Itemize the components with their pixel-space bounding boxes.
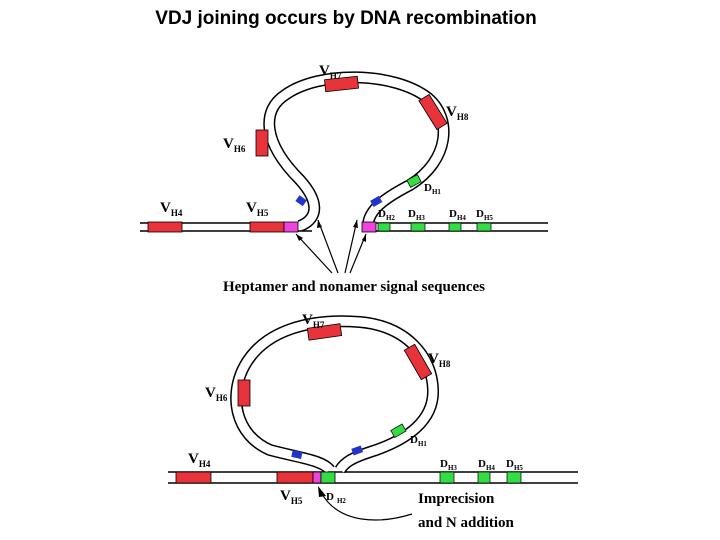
top-signal-arrows — [295, 219, 367, 274]
bottom-signal-blue-left — [291, 450, 303, 459]
bottom-dh5-segment — [506, 471, 522, 484]
top-dh5-segment — [476, 222, 492, 232]
bottom-vh8-segment — [403, 343, 433, 381]
bottom-dh1-segment — [390, 423, 407, 438]
top-vh8-segment — [418, 93, 448, 131]
bottom-dh3-segment — [439, 471, 455, 484]
bottom-signal-blue-right — [351, 445, 364, 456]
top-dh3-label: DH3 — [408, 208, 425, 222]
bottom-vh6-label: VH6 — [205, 385, 228, 403]
top-dh5-label: DH5 — [476, 208, 493, 222]
top-dh2-label: DH2 — [378, 208, 395, 222]
top-loop-fill — [264, 72, 448, 231]
top-dh4-label: DH4 — [449, 208, 466, 222]
top-vh4-segment — [147, 221, 183, 233]
bottom-dh3-label: DH3 — [440, 458, 457, 472]
bottom-dh1-label: DH1 — [410, 434, 427, 448]
bottom-vh7-segment — [306, 323, 343, 341]
top-vh8-label: VH8 — [446, 104, 469, 122]
top-signal-blue-right — [370, 195, 383, 207]
diagram-title: VDJ joining occurs by DNA recombination — [155, 8, 536, 29]
top-vh5-segment — [249, 221, 285, 233]
top-panel: VH4 VH5 VH6 VH7 VH8 DH1 DH2 DH3 DH4 DH5 … — [140, 63, 548, 295]
top-dh4-segment — [448, 222, 462, 232]
top-vh6-label: VH6 — [223, 136, 246, 154]
top-vh7-label: VH7 — [319, 63, 342, 81]
top-vh5-label: VH5 — [246, 200, 269, 218]
top-vh4-label: VH4 — [160, 200, 183, 218]
bottom-vh7-label: VH7 — [302, 312, 325, 330]
bottom-loop-fill — [231, 316, 438, 474]
top-dh1-segment — [406, 174, 422, 188]
bottom-vh6-segment — [237, 379, 251, 407]
bottom-dh4-label: DH4 — [478, 458, 495, 472]
bottom-caption-line2: and N addition — [418, 515, 515, 531]
bottom-imprecision-arrow — [321, 493, 413, 521]
bottom-arrowhead — [318, 486, 326, 497]
top-signal-blue-left — [295, 195, 307, 207]
bottom-dh4-segment — [477, 471, 491, 484]
top-vh6-segment — [255, 129, 269, 157]
top-signal-magenta-right — [361, 221, 377, 233]
bottom-caption-line1: Imprecision — [418, 491, 495, 507]
bottom-vh5-segment — [276, 471, 314, 484]
bottom-vh8-label: VH8 — [428, 351, 451, 369]
top-loop-outline — [263, 71, 450, 232]
top-dh1-label: DH1 — [424, 182, 441, 196]
bottom-vh5-label: VH5 — [280, 488, 303, 506]
top-signal-magenta-left — [283, 221, 299, 233]
bottom-signal-magenta — [312, 471, 322, 484]
top-dh2-segment — [377, 222, 391, 232]
bottom-dh2-segment — [320, 471, 336, 484]
bottom-vh4-segment — [175, 471, 212, 484]
top-vh7-segment — [324, 75, 359, 93]
bottom-dh5-label: DH5 — [506, 458, 523, 472]
top-caption: Heptamer and nonamer signal sequences — [223, 279, 485, 295]
bottom-vh4-label: VH4 — [188, 451, 211, 469]
top-dh3-segment — [410, 222, 426, 232]
